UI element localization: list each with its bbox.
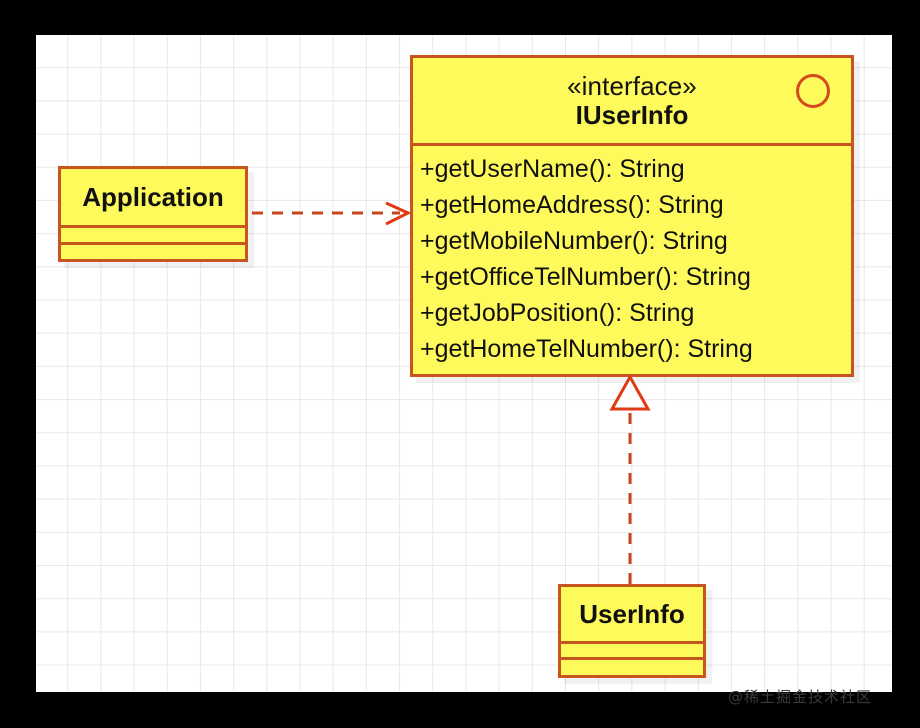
method-row: +getOfficeTelNumber(): String xyxy=(420,263,751,291)
iuserinfo-operations-compartment: +getUserName(): String +getHomeAddress()… xyxy=(413,143,851,373)
iuserinfo-stereotype: «interface» xyxy=(567,71,697,101)
application-operations-compartment xyxy=(61,242,245,259)
application-title-compartment: Application xyxy=(61,169,245,225)
uml-class-userinfo[interactable]: UserInfo xyxy=(558,584,706,678)
connector-userinfo-realizes-iuserinfo[interactable] xyxy=(609,373,651,584)
connector-application-uses-iuserinfo[interactable] xyxy=(252,201,412,226)
userinfo-attributes-compartment xyxy=(561,641,703,657)
method-row: +getMobileNumber(): String xyxy=(420,227,728,255)
application-title: Application xyxy=(82,181,224,212)
method-row: +getUserName(): String xyxy=(420,155,685,183)
method-row: +getHomeAddress(): String xyxy=(420,191,724,219)
application-attributes-compartment xyxy=(61,225,245,242)
interface-circle-icon xyxy=(796,74,830,108)
iuserinfo-title-compartment: «interface» IUserInfo xyxy=(413,58,851,143)
diagram-canvas[interactable]: Application «interface» IUserInfo +getUs… xyxy=(36,35,892,692)
uml-interface-iuserinfo[interactable]: «interface» IUserInfo +getUserName(): St… xyxy=(410,55,854,377)
watermark: @稀土掘金技术社区 xyxy=(728,688,873,706)
userinfo-title-compartment: UserInfo xyxy=(561,587,703,641)
method-row: +getJobPosition(): String xyxy=(420,299,695,327)
uml-class-application[interactable]: Application xyxy=(58,166,248,262)
method-row: +getHomeTelNumber(): String xyxy=(420,335,753,363)
userinfo-title: UserInfo xyxy=(579,598,685,629)
userinfo-operations-compartment xyxy=(561,657,703,673)
iuserinfo-title: IUserInfo xyxy=(575,100,689,131)
